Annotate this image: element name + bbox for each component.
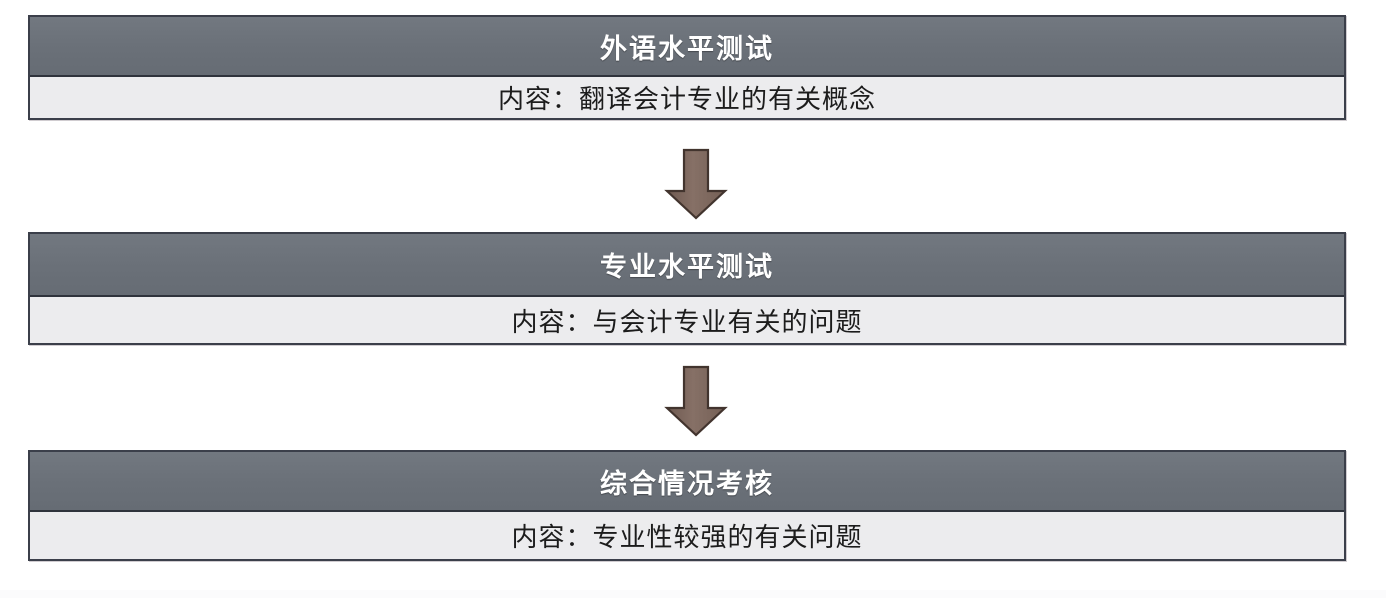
flow-step-header-1: 外语水平测试 (30, 17, 1344, 77)
flow-step-header-2: 专业水平测试 (30, 234, 1344, 297)
flow-step-header-3: 综合情况考核 (30, 452, 1344, 512)
flow-step-content-2: 内容：与会计专业有关的问题 (511, 306, 863, 337)
flow-step-body-2: 内容：与会计专业有关的问题 (30, 297, 1344, 343)
arrow-down-icon (661, 148, 731, 220)
flow-step-box-2: 专业水平测试 内容：与会计专业有关的问题 (28, 232, 1346, 345)
flow-step-box-3: 综合情况考核 内容：专业性较强的有关问题 (28, 450, 1346, 561)
flow-step-title-2: 专业水平测试 (600, 252, 774, 282)
arrow-down-icon (661, 365, 731, 437)
flow-step-content-3: 内容：专业性较强的有关问题 (511, 522, 863, 552)
flow-step-body-1: 内容：翻译会计专业的有关概念 (30, 77, 1344, 118)
flow-step-title-1: 外语水平测试 (600, 33, 774, 64)
bottom-edge-band (0, 590, 1386, 598)
flow-step-title-3: 综合情况考核 (600, 468, 774, 499)
flow-step-body-3: 内容：专业性较强的有关问题 (30, 512, 1344, 559)
flow-step-content-1: 内容：翻译会计专业的有关概念 (497, 84, 876, 114)
flow-step-box-1: 外语水平测试 内容：翻译会计专业的有关概念 (28, 15, 1346, 120)
